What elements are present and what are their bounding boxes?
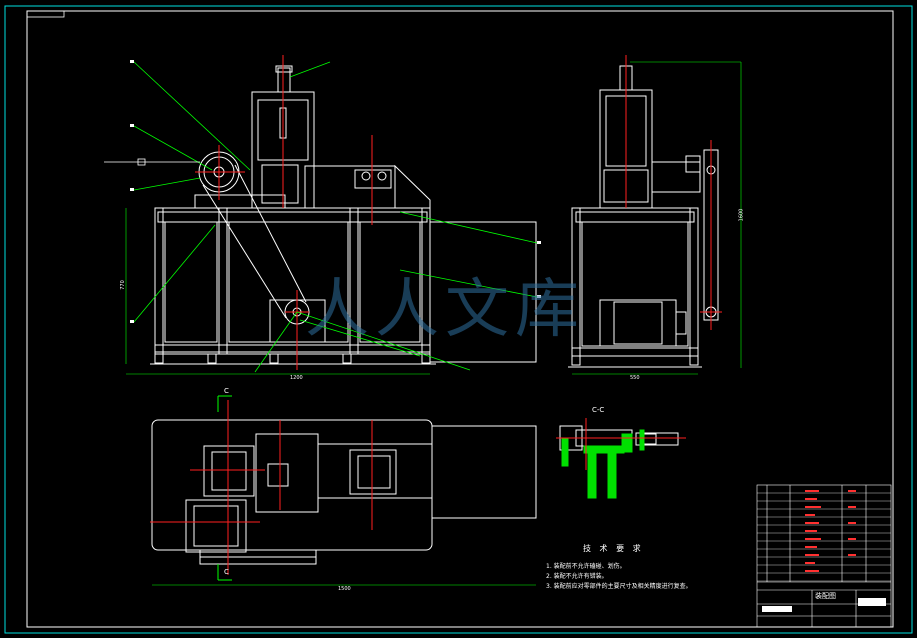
cut-marker-top: C bbox=[224, 387, 229, 395]
section-label: C-C bbox=[592, 406, 605, 414]
side-view bbox=[568, 65, 719, 368]
inner-border bbox=[26, 10, 894, 628]
front-dimensions bbox=[125, 208, 430, 375]
technical-notes-title: 技 术 要 求 bbox=[583, 544, 644, 553]
top-centerlines bbox=[150, 400, 373, 575]
dim-front-height: 770 bbox=[119, 280, 126, 290]
technical-note-2: 2. 装配不允许有错装。 bbox=[546, 573, 608, 580]
section-cc bbox=[556, 418, 686, 499]
dim-top-length: 1500 bbox=[338, 586, 351, 592]
technical-note-3: 3. 装配前应对零部件的主要尺寸及相关精度进行复查。 bbox=[546, 583, 692, 590]
outer-border bbox=[4, 5, 913, 634]
corner-box bbox=[26, 10, 65, 18]
dim-side-height: 1600 bbox=[738, 208, 745, 222]
side-dimensions bbox=[572, 61, 742, 375]
left-marker bbox=[104, 158, 200, 166]
front-centerlines bbox=[195, 55, 373, 370]
cut-marker bbox=[217, 395, 232, 581]
title-block-fill bbox=[762, 598, 886, 612]
cut-marker-bottom: C bbox=[224, 568, 229, 576]
dim-front-width: 1200 bbox=[290, 375, 303, 381]
watermark: 人人文库 bbox=[305, 273, 585, 347]
leader-ticks bbox=[130, 60, 541, 323]
dim-side-width: 550 bbox=[630, 375, 640, 381]
title-block-rows bbox=[757, 492, 891, 582]
title-block bbox=[756, 484, 892, 628]
title-block-marks bbox=[805, 490, 856, 572]
side-centerlines bbox=[625, 55, 722, 330]
technical-note-1: 1. 装配前不允许磕碰、划伤。 bbox=[546, 563, 626, 570]
title-block-name: 装配图 bbox=[815, 592, 836, 600]
front-leaders bbox=[133, 61, 538, 373]
top-view bbox=[151, 419, 537, 565]
front-view bbox=[150, 65, 537, 365]
